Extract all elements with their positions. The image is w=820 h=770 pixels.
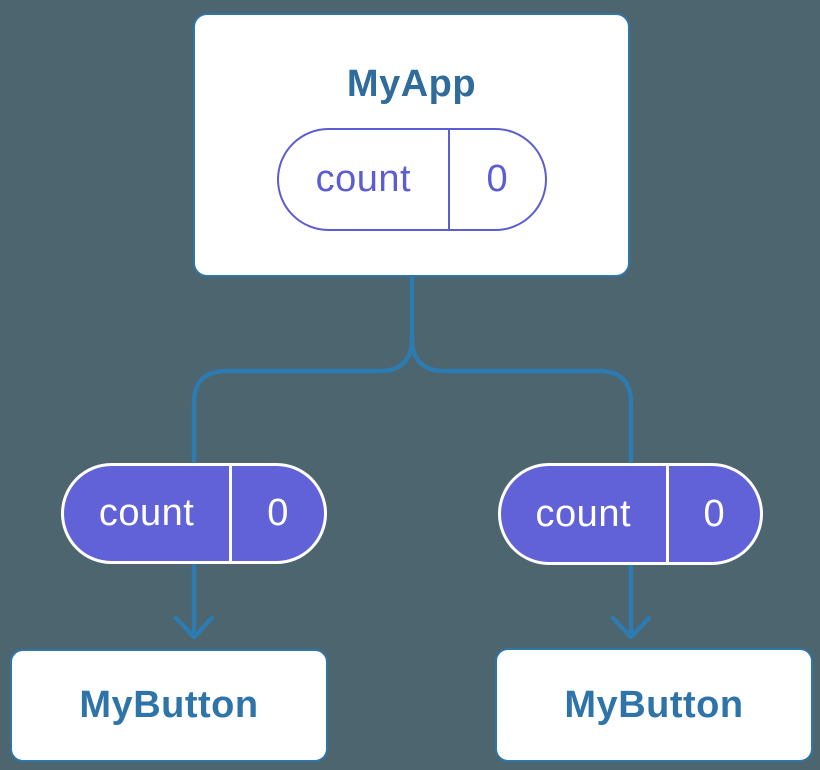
left-mybutton-card: MyButton [10, 649, 328, 762]
myapp-state-value: 0 [448, 130, 544, 229]
left-child-state-pill: count 0 [61, 463, 327, 564]
left-child-state-name-label: count [98, 492, 195, 534]
right-mybutton-title: MyButton [564, 683, 744, 726]
myapp-title: MyApp [346, 63, 477, 105]
fork-right-connector [409, 339, 634, 472]
right-mybutton-card: MyButton [495, 648, 813, 762]
fork-left-connector [191, 339, 415, 472]
myapp-state-name-label: count [315, 158, 412, 200]
right-child-state-name-label: count [535, 492, 632, 535]
right-child-state-value: 0 [665, 466, 760, 562]
myapp-state-pill: count 0 [276, 128, 547, 231]
right-arrow-down-icon [610, 615, 652, 640]
myapp-card: MyApp count 0 [193, 13, 630, 277]
left-arrow-down-icon [173, 615, 215, 640]
left-child-state-value: 0 [229, 466, 324, 561]
right-child-state-pill: count 0 [498, 463, 763, 565]
left-mybutton-title: MyButton [79, 684, 259, 726]
